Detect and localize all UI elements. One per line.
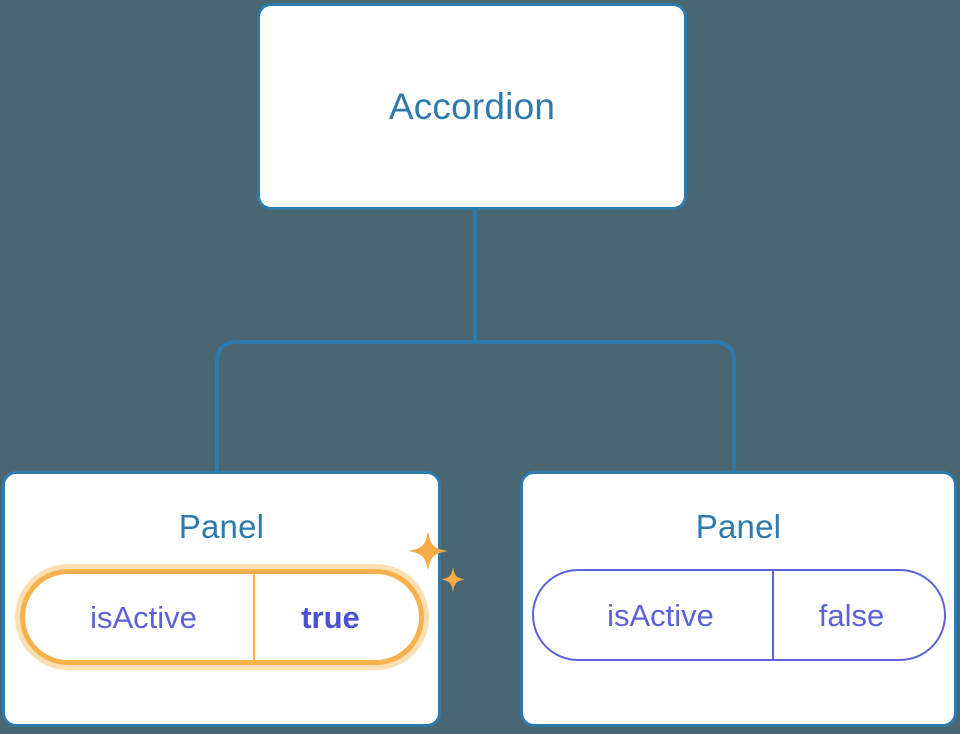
prop-value-is-active-left: true: [301, 599, 360, 635]
prop-badge-wrapper-right: isActive false: [531, 569, 946, 661]
prop-key-is-active-left: isActive: [25, 574, 255, 660]
node-panel-right[interactable]: Panel isActive false: [520, 471, 957, 727]
node-panel-left[interactable]: Panel isActive true: [2, 471, 465, 727]
prop-value-is-active-right: false: [818, 597, 885, 633]
prop-badge-is-active-true[interactable]: isActive true: [19, 569, 424, 665]
prop-badge-wrapper-left: isActive true: [19, 531, 465, 665]
node-title-accordion: Accordion: [388, 86, 556, 127]
prop-key-is-active-right: isActive: [534, 571, 774, 659]
prop-badge-is-active-false[interactable]: isActive false: [531, 569, 946, 661]
node-title-panel-left: Panel: [178, 508, 265, 545]
connector-branch-right: [475, 340, 736, 471]
node-accordion[interactable]: Accordion: [257, 3, 687, 210]
connector-branch-left: [215, 340, 475, 471]
node-title-panel-right: Panel: [695, 508, 782, 545]
